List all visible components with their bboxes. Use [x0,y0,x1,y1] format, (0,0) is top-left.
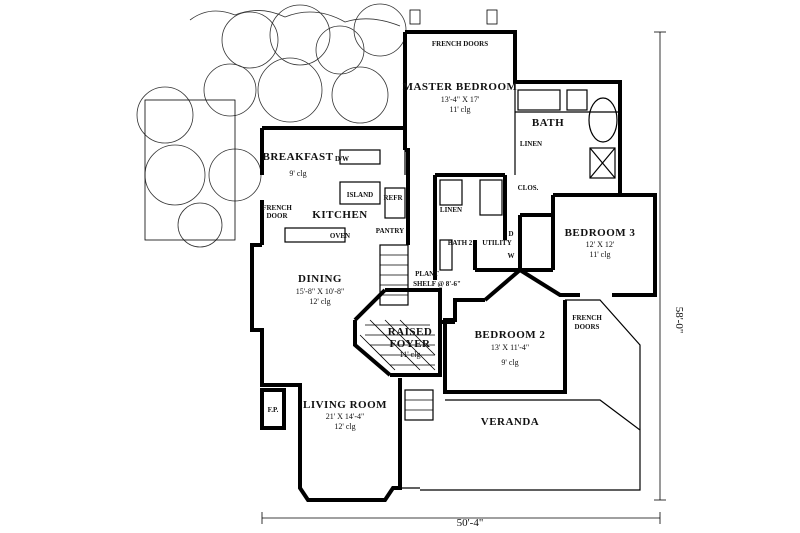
raised-foyer-label-1: RAISED [388,326,433,338]
pantry-label: PANTRY [376,227,404,235]
bath-label: BATH [532,117,564,129]
dimension-lines [261,31,666,524]
closet-label: CLOS. [518,184,539,192]
bedroom2-size: 13' X 11'-4" [491,343,529,352]
living-room-size: 21' X 14'-4" [326,412,365,421]
french-doors-right-label-1: FRENCH [572,314,602,322]
plant-shelf-label-1: PLANT [415,270,439,278]
bedroom3-size: 12' X 12' [586,240,615,249]
master-bedroom-ceiling: 11' clg [450,105,471,114]
dining-size: 15'-8" X 10'-8" [296,287,345,296]
refrigerator-label: REFR [383,194,403,202]
breakfast-label: BREAKFAST [263,151,334,163]
veranda-label: VERANDA [481,416,540,428]
french-doors-right-label-2: DOORS [575,323,600,331]
utility-label: UTILITY [482,239,512,247]
master-bedroom-label: MASTER BEDROOM [403,81,518,93]
living-room-ceiling: 12' clg [334,422,355,431]
living-room-label: LIVING ROOM [303,399,387,411]
dryer-label: D [508,230,513,238]
raised-foyer-ceiling: 11' clg [400,350,421,359]
raised-foyer-label-2: FOYER [390,338,432,350]
island-label: ISLAND [347,191,373,199]
interior-lines [284,82,641,491]
master-bedroom-size: 13'-4" X 17' [441,95,480,104]
bedroom2-ceiling: 9' clg [501,358,518,367]
depth-dimension: 58'-0" [673,307,685,334]
linen-hall-label: LINEN [440,206,462,214]
fireplace-label: F.P. [268,406,279,414]
bath2-label: BATH 2 [448,239,473,247]
kitchen-label: KITCHEN [312,209,367,221]
french-door-left-label-1: FRENCH [262,204,292,212]
width-dimension: 50'-4" [457,517,484,529]
dishwasher-label: D/W [335,155,349,163]
french-doors-top-label: FRENCH DOORS [432,40,488,48]
bedroom3-label: BEDROOM 3 [565,227,636,239]
bedroom3-ceiling: 11' clg [590,250,611,259]
french-door-left-label-2: DOOR [267,212,289,220]
room-labels: FRENCH DOORS MASTER BEDROOM 13'-4" X 17'… [262,40,635,431]
bedroom2-label: BEDROOM 2 [475,329,546,341]
dining-ceiling: 12' clg [309,297,330,306]
linen-master-label: LINEN [520,140,542,148]
dimension-labels: 50'-4" 58'-0" [457,307,685,529]
washer-label: W [508,252,515,260]
breakfast-ceiling: 9' clg [289,169,306,178]
dining-label: DINING [298,273,342,285]
plant-shelf-label-2: SHELF @ 8'-6" [413,280,461,288]
oven-label: OVEN [330,232,350,240]
